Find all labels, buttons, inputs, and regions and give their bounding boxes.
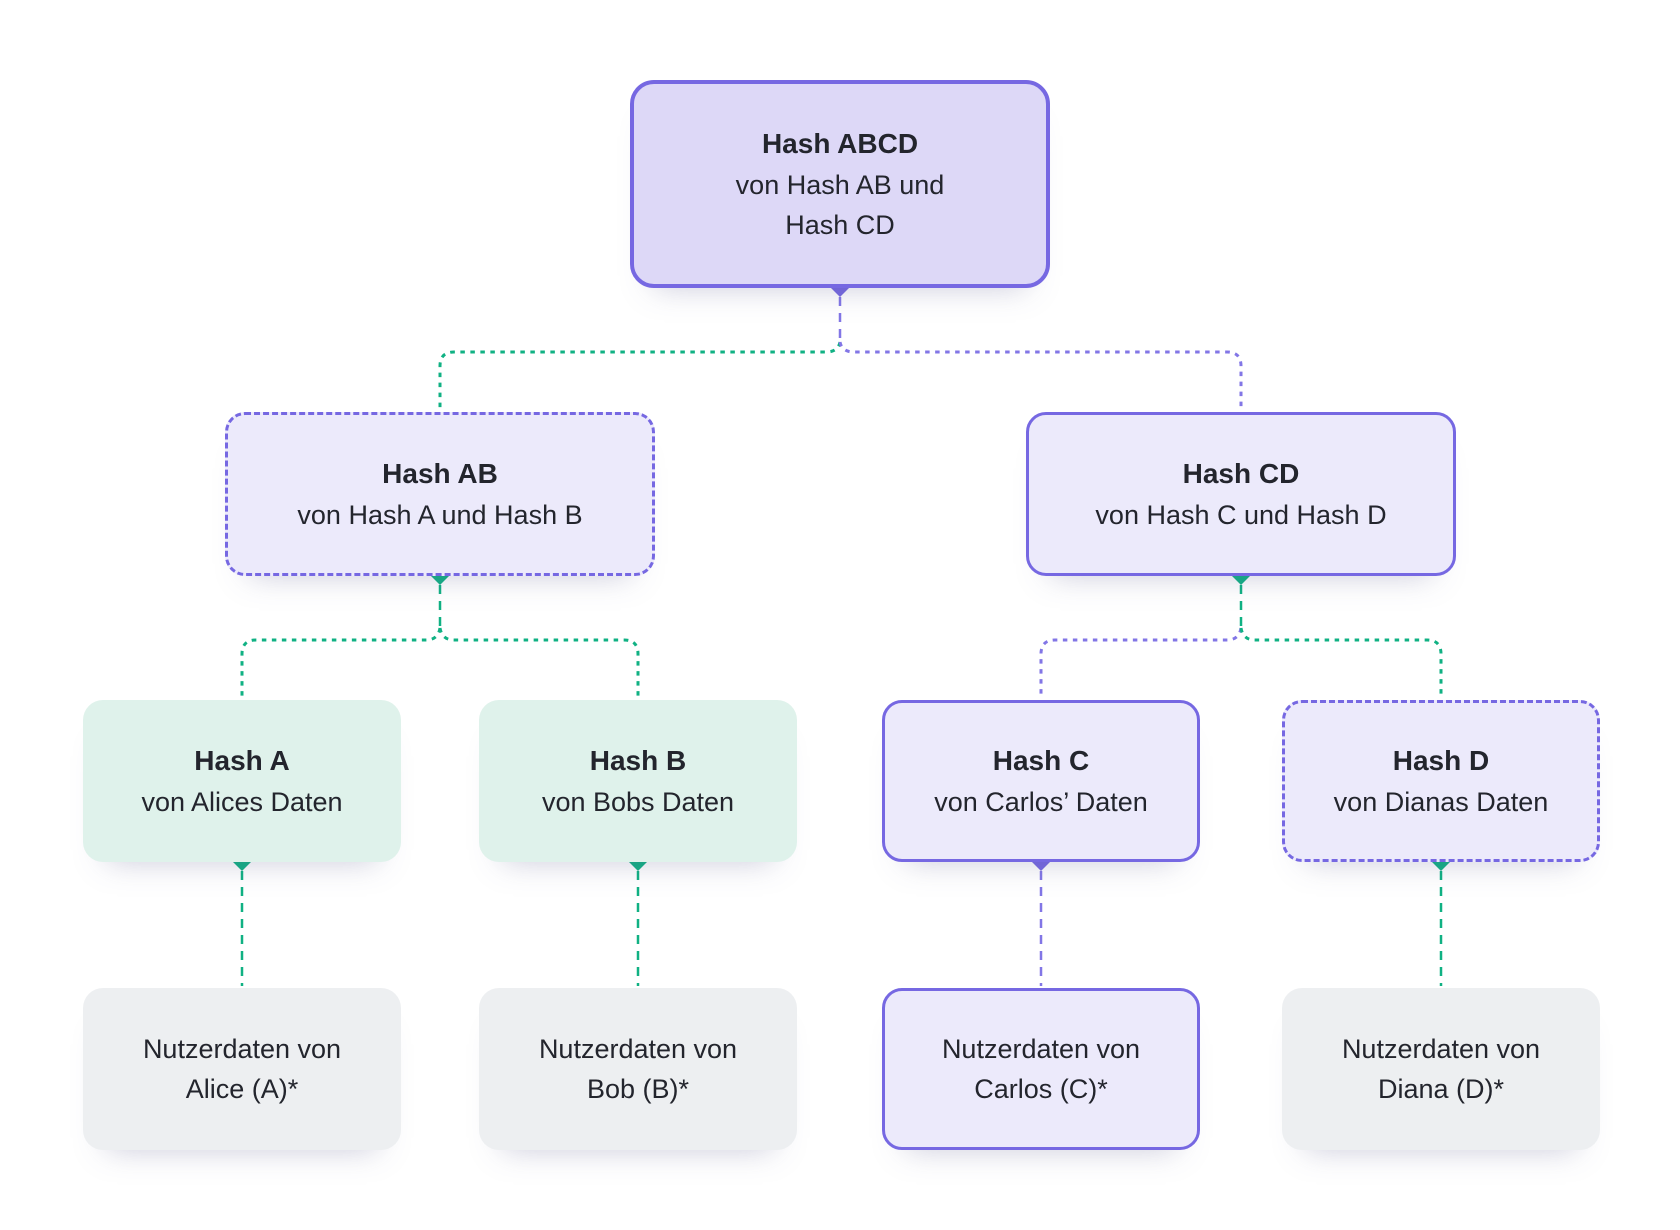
node-hash-c: Hash C von Carlos’ Daten: [882, 700, 1200, 862]
node-hash-b-title: Hash B: [589, 744, 687, 776]
node-hash-cd: Hash CD von Hash C und Hash D: [1026, 412, 1456, 576]
connector-ab-to-hash-a: [240, 627, 442, 698]
node-hash-ab-title: Hash AB: [382, 457, 498, 489]
node-data-bob: Nutzerdaten von Bob (B)*: [479, 988, 797, 1150]
node-hash-ab: Hash AB von Hash A und Hash B: [225, 412, 655, 576]
node-hash-d: Hash D von Dianas Daten: [1282, 700, 1600, 862]
node-hash-cd-subtitle: von Hash C und Hash D: [1095, 499, 1387, 530]
connector-root-to-hash-ab: [438, 341, 842, 410]
connector-cd-to-hash-d: [1239, 627, 1443, 698]
node-data-alice-label: Nutzerdaten von Alice (A)*: [142, 1033, 342, 1105]
node-hash-abcd-subtitle: von Hash AB und Hash CD: [735, 169, 945, 241]
node-data-diana-label: Nutzerdaten von Diana (D)*: [1341, 1033, 1541, 1105]
connector-root-to-hash-cd: [838, 341, 1243, 410]
node-hash-ab-subtitle: von Hash A und Hash B: [297, 499, 583, 530]
node-hash-b: Hash B von Bobs Daten: [479, 700, 797, 862]
node-hash-b-subtitle: von Bobs Daten: [541, 786, 735, 817]
node-hash-d-subtitle: von Dianas Daten: [1333, 786, 1549, 817]
node-hash-a-subtitle: von Alices Daten: [141, 786, 343, 817]
node-hash-abcd-title: Hash ABCD: [761, 127, 919, 159]
node-hash-d-title: Hash D: [1392, 744, 1490, 776]
node-hash-c-title: Hash C: [992, 744, 1090, 776]
node-data-carlos-label: Nutzerdaten von Carlos (C)*: [941, 1033, 1141, 1105]
connector-ab-to-hash-b: [438, 627, 640, 698]
node-data-carlos: Nutzerdaten von Carlos (C)*: [882, 988, 1200, 1150]
node-data-alice: Nutzerdaten von Alice (A)*: [83, 988, 401, 1150]
node-hash-c-subtitle: von Carlos’ Daten: [934, 786, 1148, 817]
node-hash-a: Hash A von Alices Daten: [83, 700, 401, 862]
node-hash-abcd: Hash ABCD von Hash AB und Hash CD: [630, 80, 1050, 288]
node-hash-cd-title: Hash CD: [1182, 457, 1300, 489]
node-data-diana: Nutzerdaten von Diana (D)*: [1282, 988, 1600, 1150]
node-hash-a-title: Hash A: [194, 744, 290, 776]
connector-cd-to-hash-c: [1039, 627, 1243, 698]
node-data-bob-label: Nutzerdaten von Bob (B)*: [538, 1033, 738, 1105]
